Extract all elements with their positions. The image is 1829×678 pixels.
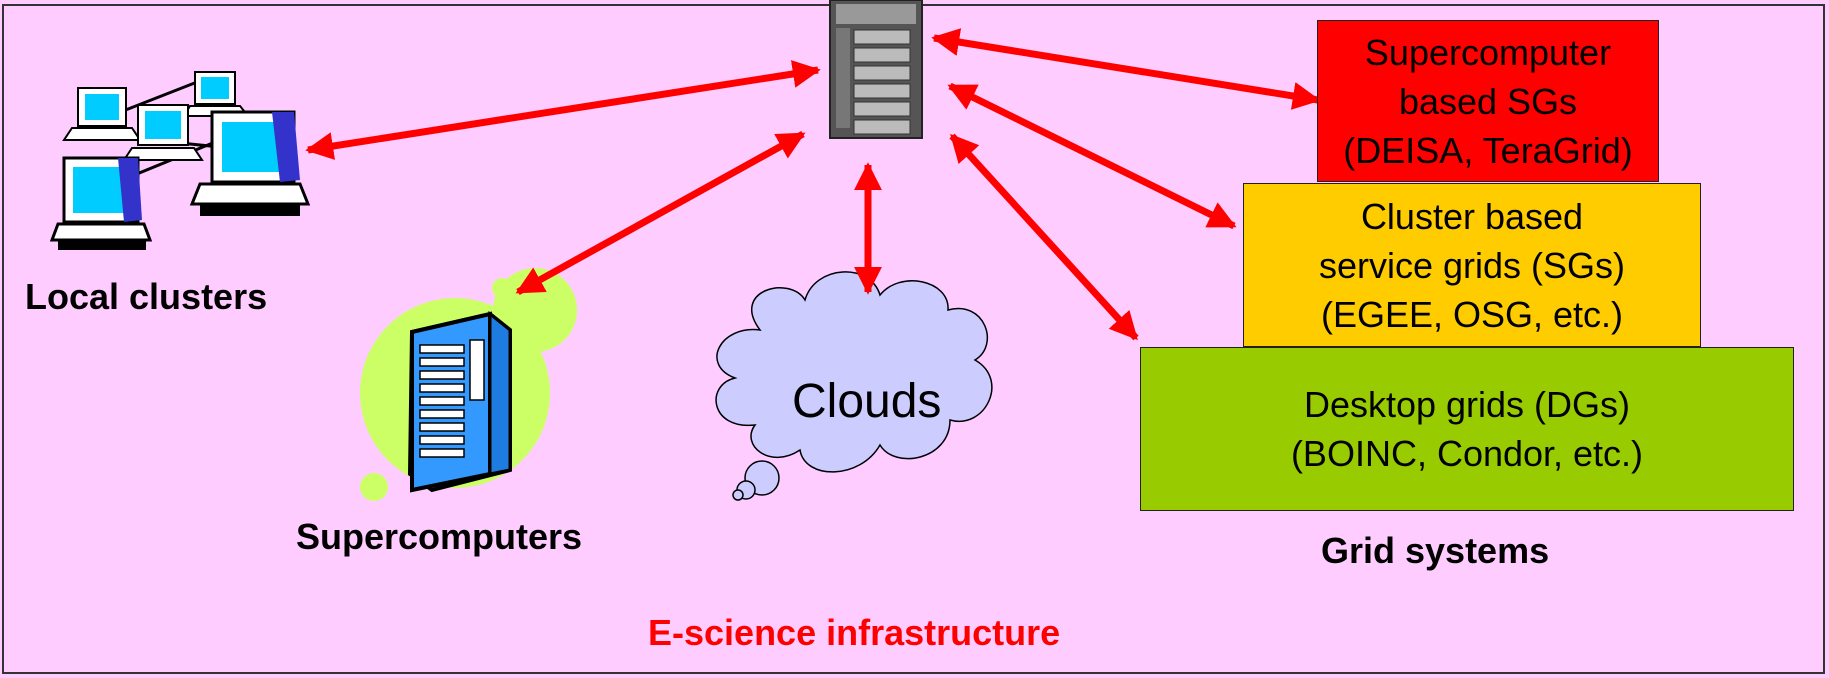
footer-title: E-science infrastructure [648, 612, 1061, 653]
computer-network-icon [49, 71, 311, 250]
arrow-server-supercomputers [515, 130, 806, 296]
desktop-grids-box: Desktop grids (DGs) (BOINC, Condor, etc.… [1140, 347, 1794, 511]
supercomputer-sgs-line-3: (DEISA, TeraGrid) [1343, 129, 1633, 171]
connection-arrows [305, 28, 1321, 341]
grid-systems-label: Grid systems [1321, 530, 1550, 571]
clouds-label: Clouds [792, 375, 942, 428]
desktop-grids-line-2: (BOINC, Condor, etc.) [1290, 433, 1644, 474]
supercomputer-sgs-line-2: based SGs [1398, 80, 1578, 122]
central-server-icon [829, 0, 923, 139]
arrow-server-cluster-sgs [947, 82, 1237, 230]
supercomputer-sgs-box: Supercomputer based SGs (DEISA, TeraGrid… [1317, 20, 1659, 182]
cluster-sgs-line-3: (EGEE, OSG, etc.) [1320, 293, 1624, 335]
supercomputer-rack-icon [360, 268, 577, 501]
supercomputer-sgs-line-1: Supercomputer [1364, 31, 1612, 73]
desktop-grids-line-1: Desktop grids (DGs) [1303, 384, 1631, 425]
supercomputers-label: Supercomputers [296, 516, 583, 557]
arrow-server-desktop-grids [949, 133, 1139, 341]
cluster-sgs-line-2: service grids (SGs) [1318, 244, 1626, 286]
cluster-sgs-line-1: Cluster based [1360, 195, 1584, 237]
arrow-server-local-clusters [305, 60, 821, 160]
cluster-sgs-box: Cluster based service grids (SGs) (EGEE,… [1243, 183, 1701, 347]
cloud-icon [715, 271, 993, 501]
local-clusters-label: Local clusters [25, 276, 268, 317]
arrow-server-supercomputer-sgs [931, 28, 1321, 110]
